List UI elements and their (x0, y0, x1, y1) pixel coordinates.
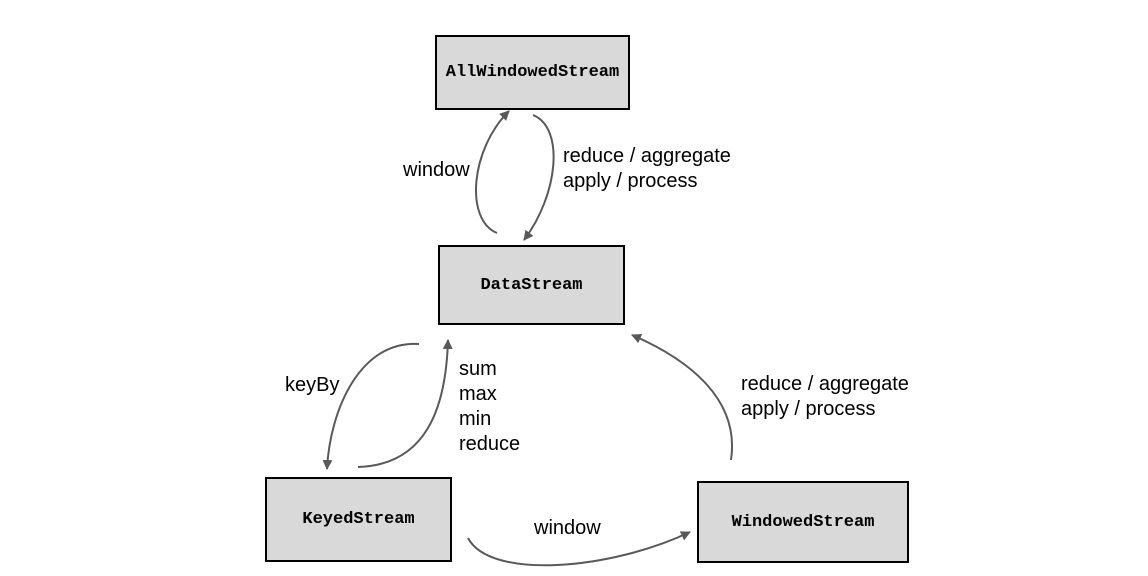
arrow-datastream-to-keyed (322, 342, 420, 470)
arrow-windowed-to-datastream (631, 333, 734, 461)
keyed-stream-label: KeyedStream (302, 510, 415, 529)
keyed-op-sum: sum (459, 358, 497, 380)
window-top-label: window (403, 159, 470, 181)
keyed-op-max: max (459, 383, 497, 405)
keyed-ops-label: sum max min reduce (459, 357, 520, 457)
arrow-allwindowed-to-datastream (523, 114, 555, 241)
windowed-reduce-line-2: apply / process (741, 398, 876, 420)
all-windowed-stream-node: AllWindowedStream (435, 35, 630, 110)
all-windowed-stream-label: AllWindowedStream (445, 63, 620, 82)
keyed-stream-node: KeyedStream (265, 477, 452, 562)
keyed-op-reduce: reduce (459, 433, 521, 455)
data-stream-label: DataStream (480, 275, 583, 295)
keyed-op-min: min (459, 408, 492, 430)
data-stream-node: DataStream (438, 245, 625, 325)
keyby-label: keyBy (285, 374, 340, 396)
arrow-datastream-to-allwindowed (475, 110, 510, 234)
arrow-keyed-to-windowed (467, 531, 691, 567)
windowed-reduce-line-1: reduce / aggregate (741, 373, 909, 395)
windowed-reduce-label: reduce / aggregate apply / process (741, 372, 909, 422)
windowed-stream-node: WindowedStream (697, 481, 909, 563)
top-reduce-line-1: reduce / aggregate (563, 145, 731, 167)
window-bottom-label: window (534, 517, 601, 539)
top-reduce-label: reduce / aggregate apply / process (563, 144, 731, 194)
arrow-keyed-to-datastream (357, 339, 453, 468)
windowed-stream-label: WindowedStream (731, 512, 875, 532)
top-reduce-line-2: apply / process (563, 170, 698, 192)
